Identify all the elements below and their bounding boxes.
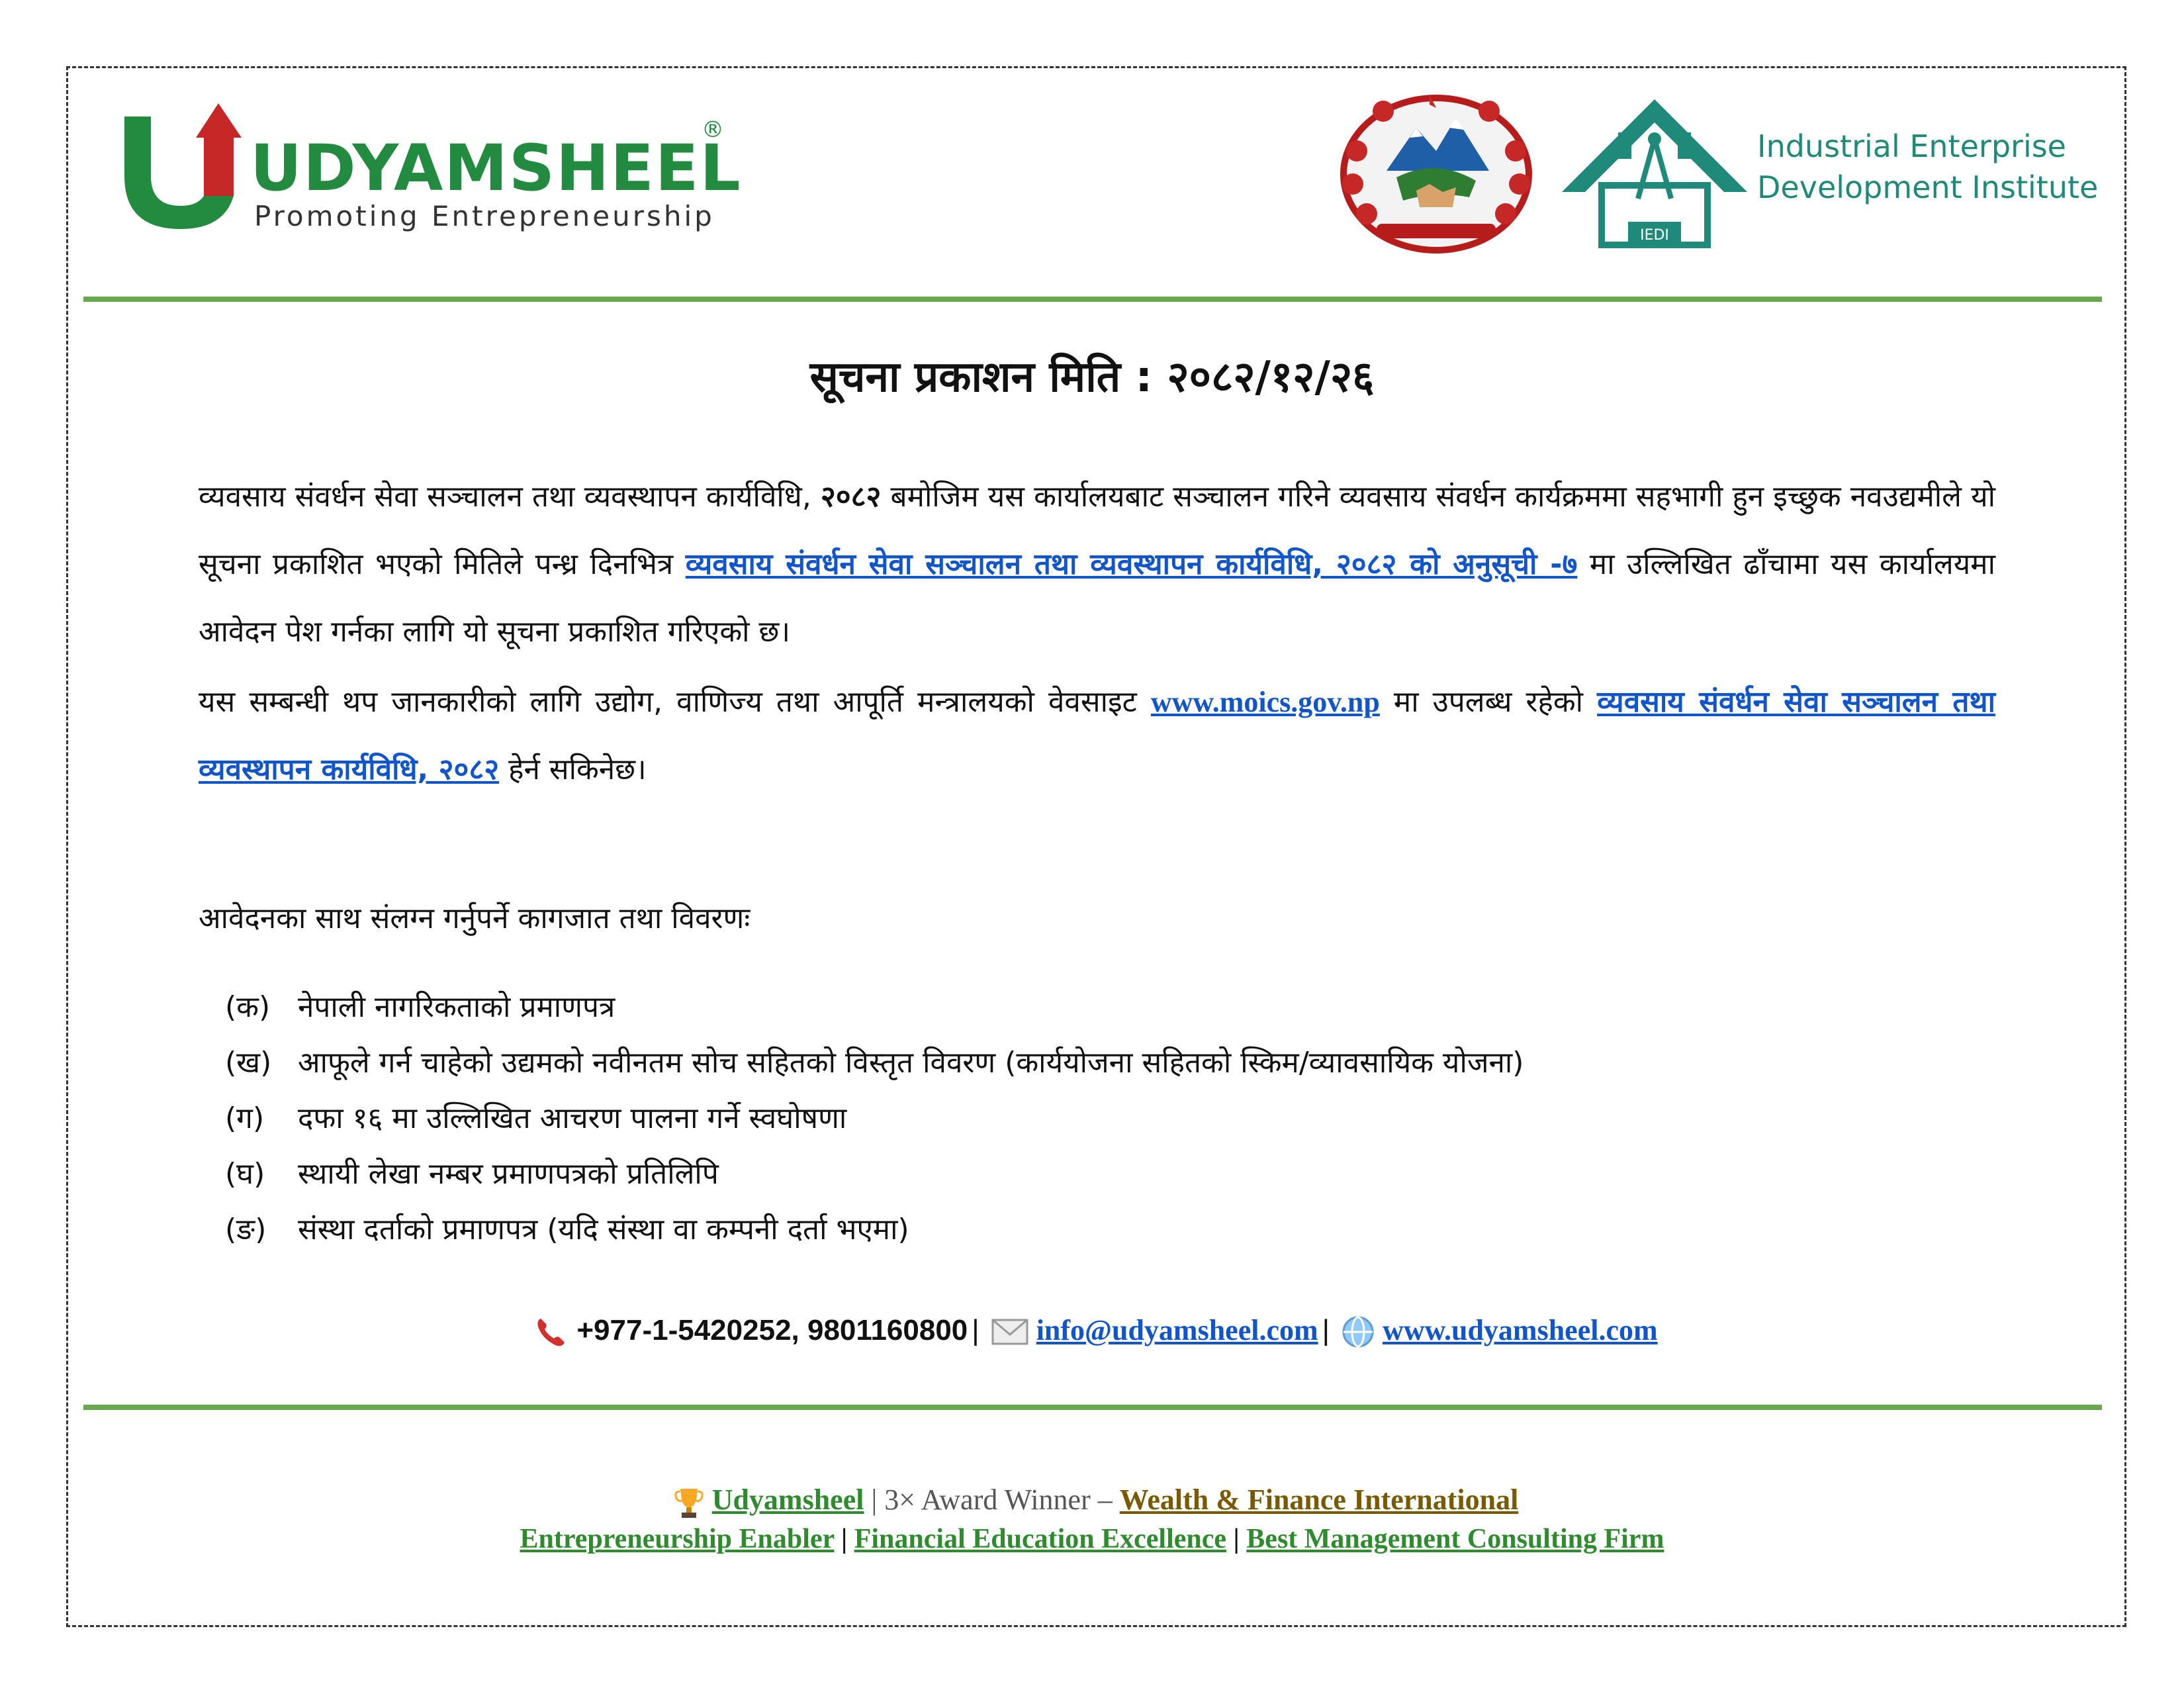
notice-title: सूचना प्रकाशन मिति : २०८२/१२/२६ (809, 353, 1375, 402)
brand-tagline: Promoting Entrepreneurship (254, 200, 715, 232)
para2-text-b: मा उपलब्ध रहेको (1379, 685, 1598, 719)
iedi-badge: IEDI (1640, 227, 1669, 244)
contact-line: +977-1-5420252, 9801160800| info@udyamsh… (0, 1313, 2184, 1349)
list-item-text: नेपाली नागरिकताको प्रमाणपत्र (298, 990, 615, 1024)
list-item: (क) नेपाली नागरिकताको प्रमाणपत्र (225, 980, 1524, 1035)
award-categories: Entrepreneurship Enabler | Financial Edu… (0, 1523, 2184, 1556)
category-consulting-link[interactable]: Best Management Consulting Firm (1246, 1524, 1664, 1554)
list-item-text: स्थायी लेखा नम्बर प्रमाणपत्रको प्रतिलिपि (298, 1157, 719, 1191)
globe-icon (1342, 1316, 1374, 1348)
category-entrepreneurship-link[interactable]: Entrepreneurship Enabler (520, 1524, 835, 1554)
documents-list: (क) नेपाली नागरिकताको प्रमाणपत्र (ख) आफूले… (225, 980, 1524, 1258)
para1-text-b: बमोजिम यस कार्यालयबाट सञ्चालन गरिने व्यव… (199, 480, 1995, 581)
separator: | (1322, 1314, 1330, 1346)
para1-year: २०८२ (820, 480, 882, 514)
iedi-name-line2: Development Institute (1757, 169, 2099, 205)
award-line: Udyamsheel | 3× Award Winner – Wealth & … (0, 1483, 2184, 1519)
para2-text-c: हेर्न सकिनेछ। (499, 753, 647, 786)
registered-mark: ® (702, 117, 724, 143)
list-marker: (क) (225, 990, 271, 1024)
list-item: (ग) दफा १६ मा उल्लिखित आचरण पालना गर्ने स… (225, 1091, 1524, 1147)
brand-name: UDYAMSHEEL (250, 131, 742, 205)
separator: | (834, 1524, 854, 1554)
email-icon (991, 1319, 1028, 1345)
iedi-name: Industrial Enterprise Development Instit… (1757, 126, 2098, 208)
separator: | (1226, 1524, 1247, 1554)
footer-brand-link[interactable]: Udyamsheel (711, 1483, 864, 1516)
udyamsheel-u-icon (124, 103, 242, 229)
notice-paragraph-2: यस सम्बन्धी थप जानकारीको लागि उद्योग, वा… (199, 669, 1995, 804)
notice-paragraph-1: व्यवसाय संवर्धन सेवा सञ्चालन तथा व्यवस्थ… (199, 463, 1995, 666)
list-item-text: दफा १६ मा उल्लिखित आचरण पालना गर्ने स्वघ… (298, 1102, 847, 1135)
iedi-logo-icon: IEDI (1562, 99, 1747, 248)
email-link[interactable]: info@udyamsheel.com (1036, 1314, 1318, 1346)
header-divider (83, 297, 2102, 302)
para2-text-a: यस सम्बन्धी थप जानकारीको लागि उद्योग, वा… (199, 685, 1151, 719)
para1-text-a: व्यवसाय संवर्धन सेवा सञ्चालन तथा व्यवस्थ… (199, 480, 821, 514)
nepal-emblem-icon (1340, 95, 1532, 254)
trophy-icon (674, 1488, 704, 1518)
award-org-link[interactable]: Wealth & Finance International (1119, 1483, 1519, 1516)
moics-website-link[interactable]: www.moics.gov.np (1150, 686, 1380, 718)
list-item-text: संस्था दर्ताको प्रमाणपत्र (यदि संस्था वा… (298, 1213, 909, 1246)
procedure-schedule-7-link[interactable]: व्यवसाय संवर्धन सेवा सञ्चालन तथा व्यवस्थ… (685, 547, 1578, 581)
list-marker: (ख) (225, 1046, 272, 1080)
list-marker: (घ) (225, 1157, 265, 1191)
separator: | (972, 1314, 979, 1346)
phone-icon (537, 1319, 565, 1346)
list-marker: (ग) (225, 1102, 265, 1135)
list-item: (घ) स्थायी लेखा नम्बर प्रमाणपत्रको प्रतिल… (225, 1147, 1524, 1202)
list-item: (ख) आफूले गर्न चाहेको उद्यमको नवीनतम सोच … (225, 1035, 1524, 1091)
phone-numbers[interactable]: +977-1-5420252, 9801160800 (576, 1314, 968, 1346)
footer-divider (83, 1405, 2102, 1410)
documents-list-label: आवेदनका साथ संलग्न गर्नुपर्ने कागजात तथा… (199, 902, 751, 935)
category-financial-education-link[interactable]: Financial Education Excellence (854, 1524, 1227, 1554)
iedi-name-line1: Industrial Enterprise (1757, 128, 2066, 164)
list-item: (ङ) संस्था दर्ताको प्रमाणपत्र (यदि संस्था… (225, 1202, 1524, 1258)
procedure-document-link[interactable]: व्यवसाय संवर्धन सेवा सञ्चालन तथा व्यवस्थ… (199, 685, 1996, 786)
para1-text-c: मा उल्लिखित ढाँचामा यस कार्यालयमा आवेदन … (199, 547, 1995, 649)
website-link[interactable]: www.udyamsheel.com (1383, 1314, 1658, 1346)
award-text: | 3× Award Winner – (864, 1483, 1120, 1516)
list-item-text: आफूले गर्न चाहेको उद्यमको नवीनतम सोच सहि… (298, 1046, 1524, 1080)
udyamsheel-logo: UDYAMSHEEL Promoting Entrepreneurship (118, 97, 747, 236)
page-border (66, 66, 2126, 1627)
list-marker: (ङ) (225, 1213, 267, 1246)
